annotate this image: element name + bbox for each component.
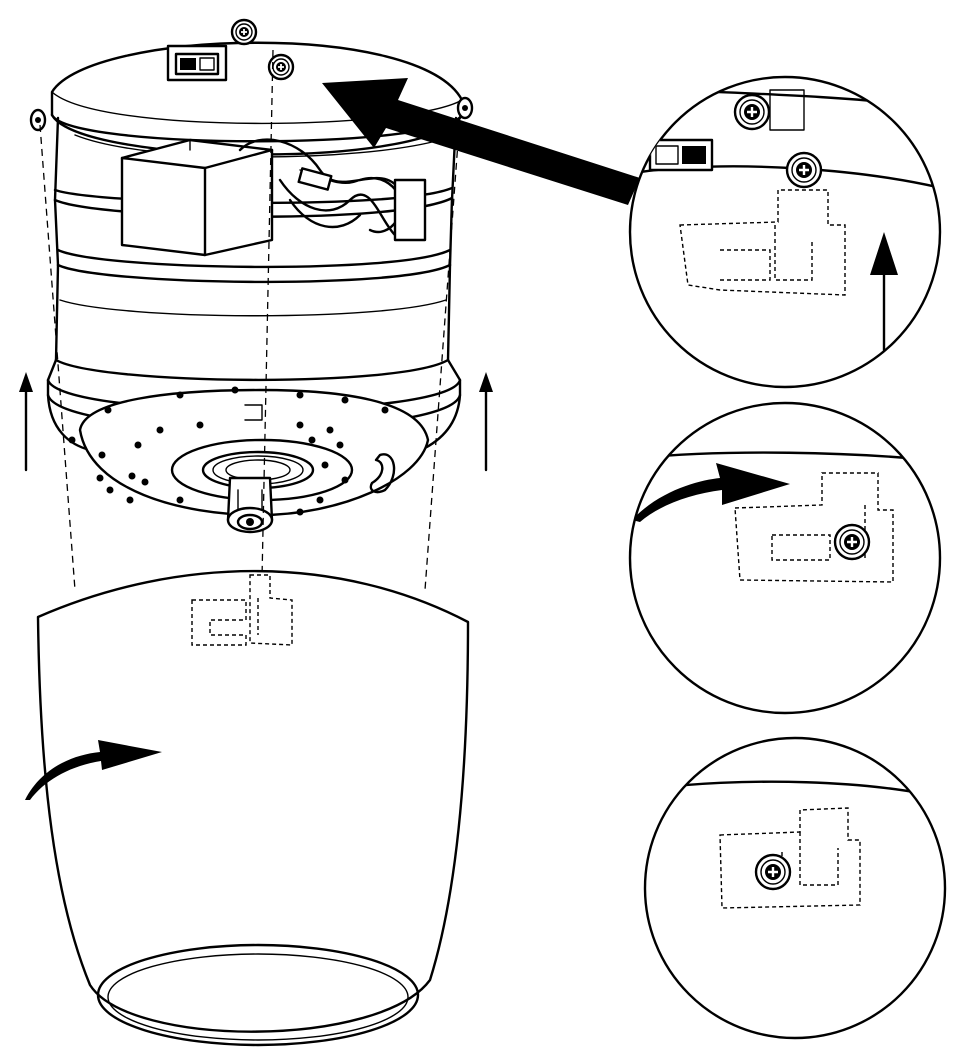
motor-housing <box>29 18 474 534</box>
detail-twist-lock <box>628 401 942 715</box>
lift-up-arrow-icon <box>479 372 493 472</box>
transformer-block <box>120 138 274 257</box>
alignment-guides <box>39 49 461 591</box>
shaft-nut <box>226 476 274 534</box>
plate-holes <box>68 386 389 516</box>
insert-up-arrow-icon <box>870 232 898 352</box>
detail-locked-position <box>643 736 947 1040</box>
wire-bundle <box>238 138 427 242</box>
phillips-screw-icon <box>733 93 771 131</box>
rotate-clockwise-arrow-icon <box>25 740 162 800</box>
phillips-screw-icon <box>833 523 871 561</box>
rocker-switch <box>166 44 228 82</box>
phillips-screw-icon <box>230 18 258 46</box>
phillips-screw-icon <box>785 151 823 189</box>
side-knob-left <box>29 108 47 132</box>
phillips-screw-icon <box>754 853 792 891</box>
lift-up-arrow-icon <box>19 372 33 472</box>
keyhole-slot <box>191 574 293 646</box>
canopy-cover <box>36 569 470 1047</box>
detail-screw-entry <box>628 75 942 389</box>
callout-pointer-arrow-icon <box>322 78 640 205</box>
side-knob-right <box>456 96 474 120</box>
